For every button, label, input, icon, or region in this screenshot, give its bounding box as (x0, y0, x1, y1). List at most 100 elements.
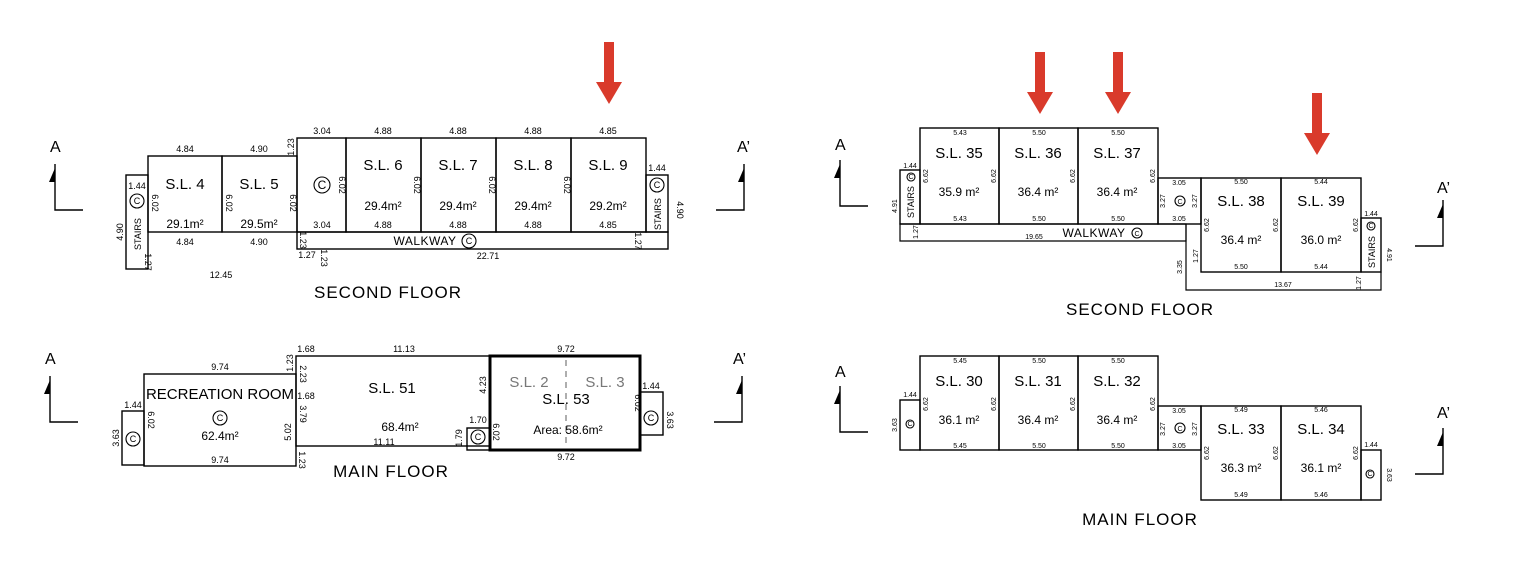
dimension-label: 5.49 (1234, 492, 1248, 499)
dimension-label: 1.27 (298, 250, 316, 260)
common-icon-letter: C (475, 432, 482, 442)
unit-sl-7-area: 29.4m² (439, 199, 476, 213)
common-icon (905, 419, 915, 429)
unit-sl-9-label: S.L. 9 (588, 157, 627, 174)
common-icon-letter: C (654, 180, 661, 190)
unit-sl-6-label: S.L. 6 (363, 157, 402, 174)
dimension-label: 1.44 (903, 392, 917, 399)
dimension-label: 5.46 (1314, 407, 1328, 414)
dimension-label: 5.44 (1314, 179, 1328, 186)
unit-sl-6 (345, 137, 422, 233)
section-marker-a-prime: A’ (737, 139, 750, 156)
common-icon (313, 176, 331, 194)
dimension-label: 3.27 (1160, 422, 1167, 436)
lower-outline (1185, 224, 1382, 291)
section-markers-left: A A’ A A’ (43, 139, 750, 423)
unit-sl-37-label: S.L. 37 (1093, 145, 1141, 162)
right-stairs-box (1360, 217, 1382, 273)
dimension-label: 4.88 (374, 220, 392, 230)
dimension-label: 6.62 (1353, 446, 1360, 460)
dimension-label: 6.02 (146, 411, 156, 429)
dimension-label: 6.02 (150, 194, 160, 212)
dimension-label: 5.49 (1234, 407, 1248, 414)
dimension-label: 3.79 (298, 405, 308, 423)
unit-sl-35 (919, 127, 1000, 225)
section-marker-a: A (835, 137, 846, 154)
common-icon-letter: C (130, 434, 137, 444)
unit-sl-5-area: 29.5m² (240, 217, 277, 231)
dimension-label: 6.02 (412, 176, 422, 194)
common-icon (1174, 422, 1186, 434)
common-icon (906, 172, 916, 182)
common-icon-letter: C (217, 413, 224, 423)
common-icon (1174, 195, 1186, 207)
dimension-label: 6.62 (1070, 397, 1077, 411)
dimension-label: 5.50 (1032, 358, 1046, 365)
dimension-label: 1.23 (298, 231, 308, 249)
dimension-label: 3.04 (313, 126, 331, 136)
unit-sl-37-area: 36.4 m² (1097, 185, 1138, 199)
dimension-label: 6.62 (923, 169, 930, 183)
unit-sl-31-label: S.L. 31 (1014, 373, 1062, 390)
red-arrow-icon (596, 42, 622, 104)
section-marker-a: A (50, 139, 61, 156)
dimension-label: 4.23 (478, 376, 488, 394)
dimension-label: 3.05 (1172, 443, 1186, 450)
unit-sl-39-label: S.L. 39 (1297, 193, 1345, 210)
unit-sl-9-area: 29.2m² (589, 199, 626, 213)
unit-sl-35-area: 35.9 m² (939, 185, 980, 199)
unit-sl-39-area: 36.0 m² (1301, 233, 1342, 247)
common-icon-letter: C (466, 236, 473, 246)
dimension-label: 3.27 (1160, 194, 1167, 208)
common-icon-letter: C (1134, 231, 1139, 238)
dimension-label: 3.63 (892, 418, 899, 432)
dimension-label: 4.88 (449, 220, 467, 230)
section-arrow-icon (833, 385, 869, 433)
common-icon (212, 410, 228, 426)
dimension-label: 6.62 (1204, 446, 1211, 460)
right-second-floor-plan: S.L. 35 35.9 m² S.L. 36 36.4 m² S.L. 37 … (892, 127, 1392, 319)
red-arrow-icon (1027, 52, 1053, 114)
dimension-label: 5.45 (953, 358, 967, 365)
common-icon-letter: C (648, 413, 655, 423)
section-arrow-icon (43, 375, 79, 423)
dimension-label: 1.23 (297, 451, 307, 469)
walkway-label: WALKWAY (393, 234, 456, 248)
dimension-label: 6.02 (487, 176, 497, 194)
stairs-label-left: STAIRS (133, 218, 143, 250)
unit-sl-33-area: 36.3 m² (1221, 461, 1262, 475)
dimension-label: 4.85 (599, 126, 617, 136)
common-icon (470, 429, 486, 445)
section-marker-a: A (45, 351, 56, 368)
unit-sl-36 (998, 127, 1079, 225)
dimension-label: 5.50 (1032, 130, 1046, 137)
dimension-label: 5.50 (1111, 216, 1125, 223)
dimension-label: 1.27 (1193, 249, 1200, 263)
dimension-label: 3.35 (1177, 260, 1184, 274)
common-icon (129, 193, 145, 209)
dimension-label: 1.27 (143, 253, 153, 271)
dimension-label: 1.68 (297, 391, 315, 401)
common-icon (649, 177, 665, 193)
unit-sl-35-label: S.L. 35 (935, 145, 983, 162)
dimension-label: 5.50 (1111, 443, 1125, 450)
floor-title: MAIN FLOOR (333, 462, 449, 481)
stairs-label-left: STAIRS (906, 186, 916, 218)
unit-sl-8-label: S.L. 8 (513, 157, 552, 174)
stairs-label-right: STAIRS (653, 198, 663, 230)
common-icon-letter: C (134, 196, 141, 206)
dimension-label: 5.50 (1234, 179, 1248, 186)
dimension-label: 3.05 (1172, 216, 1186, 223)
dimension-label: 5.43 (953, 130, 967, 137)
dimension-label: 13.67 (1274, 282, 1292, 289)
unit-sl-30-label: S.L. 30 (935, 373, 983, 390)
dimension-label: 4.90 (250, 144, 268, 154)
dimension-label: 1.44 (903, 163, 917, 170)
dimension-label: 4.91 (1385, 248, 1392, 262)
dimension-label: 4.88 (524, 126, 542, 136)
unit-sl-53-area: Area: 58.6m² (533, 423, 602, 437)
dimension-label: 6.62 (923, 397, 930, 411)
common-icon-letter: C (1177, 426, 1182, 433)
dimension-label: 3.05 (1172, 408, 1186, 415)
unit-sl-2-label: S.L. 2 (509, 374, 548, 391)
